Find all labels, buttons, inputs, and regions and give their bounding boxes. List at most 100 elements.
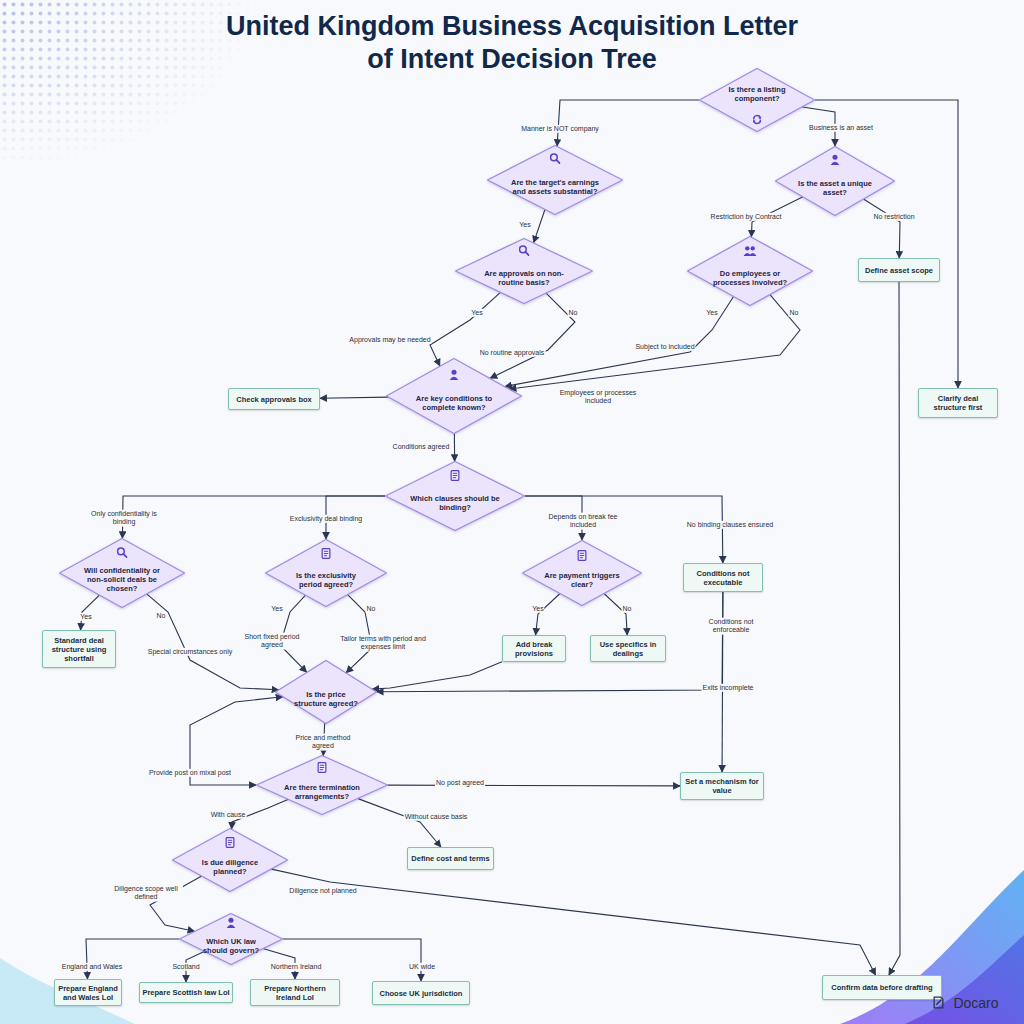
node-text: Is the price structure agreed? [291, 690, 362, 708]
edge-label: Exits incomplete [702, 684, 755, 692]
node-text: Do employees or processes involved? [707, 269, 794, 287]
node-icon [227, 918, 236, 928]
decision-diamond: Are there termination arrangements? [255, 754, 389, 816]
connector-arrow [372, 662, 502, 689]
node-text: Is there a listing component? [717, 85, 797, 103]
node-text-group: Are key conditions to complete known? [385, 357, 523, 435]
outcome-box: Prepare Northern Ireland LoI [250, 979, 340, 1006]
edge-label: Diligence scope well defined [109, 885, 183, 902]
outcome-box: Prepare Scottish law LoI [139, 982, 233, 1003]
node-text: Prepare Scottish law LoI [142, 988, 229, 997]
node-text: Set a mechanism for value [683, 777, 761, 795]
edge-label: No restriction [872, 213, 915, 221]
edge-label: No [789, 309, 800, 317]
edge-label: Provide post on mixal post [148, 769, 232, 777]
node-text-group: Choose UK jurisdiction [380, 989, 463, 998]
node-text-group: Is there a listing component? [698, 67, 816, 133]
node-text-group: Set a mechanism for value [683, 777, 761, 795]
connector-arrow [505, 297, 733, 387]
edge-label: Scotland [171, 963, 200, 971]
outcome-box: Standard deal structure using shortfall [42, 630, 116, 668]
node-text: Standard deal structure using shortfall [45, 636, 113, 663]
node-text: Add break provisions [505, 640, 563, 658]
diamond-shape [173, 829, 288, 892]
edge-label: No [366, 605, 377, 613]
edge-label: Northern Ireland [270, 963, 323, 971]
connector-arrow [557, 100, 699, 146]
decision-diamond: Will confidentiality or non-solicit deal… [58, 537, 186, 609]
node-text: Is due diligence planned? [190, 858, 270, 876]
node-text-group: Will confidentiality or non-solicit deal… [58, 537, 186, 609]
node-text-group: Conditions not executable [686, 569, 760, 587]
node-text: Confirm data before drafting [831, 983, 932, 992]
branch-note: Special circumstances only [147, 648, 233, 656]
node-icon [520, 246, 529, 255]
decision-diamond: Is the asset a unique asset? [774, 145, 896, 217]
edge-label: No binding clauses ensured [686, 521, 774, 529]
edge-label: Exclusivity deal binding [289, 515, 363, 523]
corner-wave [0, 958, 135, 1024]
decision-diamond: Is there a listing component? [698, 67, 816, 133]
dot-pattern [0, 0, 260, 170]
node-text-group: Are approvals on non-routine basis? [454, 237, 594, 305]
diamond-shape [688, 237, 813, 306]
decision-diamond: Which UK law should govern? [178, 912, 284, 966]
edge-label: No [156, 612, 167, 620]
node-text-group: Is due diligence planned? [171, 827, 289, 893]
edge-label: Conditions not enforceable [701, 618, 761, 635]
node-text: Are approvals on non-routine basis? [477, 269, 572, 287]
node-text: Use specifics in dealings [593, 640, 663, 658]
connector-arrow [889, 282, 900, 975]
edge-label: Yes [531, 605, 544, 613]
connector-arrow [86, 939, 179, 979]
edge-label: Restriction by Contract [710, 213, 783, 221]
connector-arrow [864, 199, 900, 258]
node-text-group: Is the price structure agreed? [274, 659, 378, 725]
outcome-box: Conditions not executable [683, 563, 763, 592]
connector-arrow [271, 869, 875, 975]
node-text: Is the asset a unique asset? [794, 179, 877, 197]
decision-diamond: Are the target's earnings and assets sub… [486, 144, 624, 216]
edge-label: No post agreed [435, 779, 485, 787]
edge-label: With cause [210, 811, 247, 819]
decision-diamond: Are approvals on non-routine basis? [454, 237, 594, 305]
connector-arrow [604, 594, 627, 635]
node-text-group: Prepare England and Wales LoI [57, 984, 119, 1002]
edge-label: UK wide [408, 963, 436, 971]
diamond-shape [700, 69, 815, 132]
edge-label: Yes [470, 309, 483, 317]
edge-label: Yes [705, 309, 718, 317]
outcome-box: Add break provisions [502, 635, 566, 662]
edge-label: Conditions agreed [392, 443, 451, 451]
node-text: Will confidentiality or non-solicit deal… [79, 566, 166, 593]
outcome-box: Confirm data before drafting [822, 975, 942, 1000]
outcome-box: Prepare England and Wales LoI [54, 979, 122, 1006]
decision-diamond: Are key conditions to complete known? [385, 357, 523, 435]
connector-arrow [536, 594, 560, 635]
diamond-shape [257, 756, 388, 815]
node-text-group: Standard deal structure using shortfall [45, 636, 113, 663]
node-text-group: Are there termination arrangements? [255, 754, 389, 816]
branch-note: No routine approvals [479, 349, 546, 357]
node-icon [744, 246, 757, 256]
edge-label: No [568, 309, 579, 317]
outcome-box: Choose UK jurisdiction [372, 981, 470, 1005]
edge-label: Yes [518, 221, 531, 229]
node-icon [450, 370, 459, 380]
decision-diamond: Which clauses should be binding? [384, 460, 526, 532]
node-icon [578, 551, 586, 561]
connector-arrow [320, 397, 388, 398]
decision-diamond: Is the price structure agreed? [274, 659, 378, 725]
node-icon [831, 155, 840, 165]
connector-arrow [454, 434, 455, 461]
node-icon [118, 548, 127, 557]
edge-label: Only confidentiality is binding [82, 510, 166, 527]
diamond-shape [488, 146, 623, 215]
edge-label: Diligence not planned [288, 887, 357, 895]
node-text-group: Which clauses should be binding? [384, 460, 526, 532]
node-text-group: Is the exclusivity period agreed? [264, 538, 388, 608]
node-text: Conditions not executable [686, 569, 760, 587]
